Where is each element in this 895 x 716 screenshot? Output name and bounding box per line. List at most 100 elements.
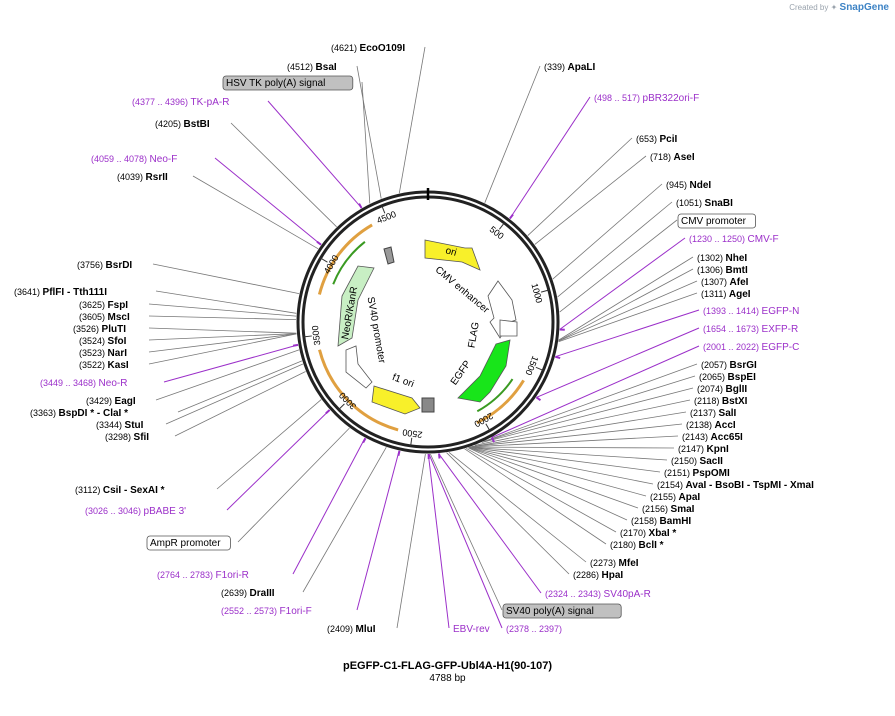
leader-line-60 [534,155,647,245]
enzyme-position: (4621) [331,43,360,53]
enzyme-name: FspI [108,300,129,311]
enzyme-name: NheI [726,253,748,264]
enzyme-position: (2180) [610,540,639,550]
leader-line-26 [396,453,426,629]
hsv-tk-block [383,246,395,265]
enzyme-position: (2074) [697,384,726,394]
leader-line-10 [148,315,297,320]
leader-line-12 [148,333,297,341]
leader-line-1 [356,65,382,199]
enzyme-name: KpnI [707,444,729,455]
primer-label-49: (2001 .. 2022) EGFP-C [703,342,799,353]
enzyme-position: (2155) [650,492,679,502]
leader-line-61 [527,137,633,236]
flag-arrow [499,319,518,337]
plasmid-title: pEGFP-C1-FLAG-GFP-Ubl4A-H1(90-107) [342,660,553,672]
leader-line-21 [226,409,330,511]
leader-line-20 [216,399,322,490]
enzyme-position: (653) [636,134,660,144]
leader-line-4 [230,122,337,228]
enzyme-label-39: (2151) PspOMI [664,468,730,479]
leader-line-62 [509,96,591,219]
primer-mark-7 [397,450,401,456]
enzyme-name: BsrDI [106,260,133,271]
primer-label-15: (3449 .. 3468) Neo-R [40,378,127,389]
enzyme-label-44: (2137) SalI [690,408,737,419]
primer-name: EXFP-R [762,324,799,335]
enzyme-name: Acc65I [711,432,743,443]
primer-range: (4377 .. 4396) [132,97,191,107]
primer-name: Neo-R [99,378,128,389]
enzyme-position: (2150) [671,456,700,466]
tick-mark-3000 [338,403,345,410]
feature-box-label-57: CMV promoter [681,216,747,227]
enzyme-position: (4512) [287,62,316,72]
enzyme-position: (4205) [155,119,184,129]
enzyme-name: KasI [108,360,129,371]
primer-range: (2001 .. 2022) [703,342,762,352]
primer-mark-10 [292,343,299,347]
cmv-enhancer-label: CMV enhancer [433,264,492,316]
tick-mark-500 [498,222,505,230]
leader-line-36 [468,447,639,509]
sv40-promoter-label: SV40 promoter [365,296,388,365]
primer-label-56: (1230 .. 1250) CMV-F [689,234,779,245]
enzyme-position: (2170) [620,528,649,538]
leader-line-63 [484,65,541,203]
ori-arrow [424,239,481,271]
enzyme-label-38: (2154) AvaI - BsoBI - TspMI - XmaI [657,480,814,491]
enzyme-position: (2143) [682,432,711,442]
enzyme-name: SfiI [134,432,150,443]
primer-name: pBABE 3' [144,506,187,517]
enzyme-label-33: (2180) BclI * [610,540,664,551]
leader-line-40 [469,446,668,461]
primer-label-28: (2378 .. 2397) [506,624,562,634]
neo-green-arc [332,241,366,285]
enzyme-name: PluTI [102,324,127,335]
enzyme-position: (3605) [79,312,108,322]
leader-line-56 [559,237,686,330]
tick-mark-3500 [303,335,312,338]
primer-label-3: (4377 .. 4396) TK-pA-R [132,97,229,108]
leader-line-52 [558,292,698,343]
enzyme-position: (339) [544,62,568,72]
tick-label-2000: 2000 [472,411,494,430]
f1ori-label: f1 ori [391,372,416,390]
tick-label-1000: 1000 [529,282,544,304]
leader-line-5 [214,157,322,246]
leader-line-28 [428,453,503,629]
enzyme-position: (3625) [79,300,108,310]
primer-label-25: (2552 .. 2573) F1ori-F [221,606,312,617]
leader-line-50 [536,327,700,398]
primer-label-62: (498 .. 517) pBR322ori-F [594,93,699,104]
enzyme-label-7: (3756) BsrDI [77,260,132,271]
leader-line-47 [483,375,696,443]
enzyme-label-61: (653) PciI [636,134,678,145]
tick-mark-2000 [485,423,491,431]
leader-line-29 [430,453,503,611]
primer-range: (1393 .. 1414) [703,306,762,316]
enzyme-position: (2118) [694,396,722,406]
enzyme-label-55: (1302) NheI [697,253,747,264]
enzyme-label-43: (2138) AccI [686,420,736,431]
enzyme-position: (945) [666,180,690,190]
enzyme-name: BclI * [639,540,664,551]
leader-line-34 [466,447,617,533]
primer-mark-2 [555,355,561,360]
primer-range: (498 .. 517) [594,93,643,103]
enzyme-name: MluI [356,624,376,635]
enzyme-label-14: (3522) KasI [79,360,129,371]
enzyme-label-16: (3429) EagI [86,396,136,407]
leader-line-53 [558,280,698,342]
leader-line-11 [148,327,297,334]
primer-label-50: (1654 .. 1673) EXFP-R [703,324,798,335]
enzyme-position: (1302) [697,253,726,263]
enzyme-position: (3363) [30,408,59,418]
enzyme-label-20: (3112) CsiI - SexAI * [75,485,165,496]
enzyme-label-11: (3526) PluTI [73,324,126,335]
enzyme-label-59: (945) NdeI [666,180,711,191]
feature-box-29 [502,603,622,619]
flag-label: FLAG [466,321,481,349]
enzyme-position: (3523) [79,348,108,358]
